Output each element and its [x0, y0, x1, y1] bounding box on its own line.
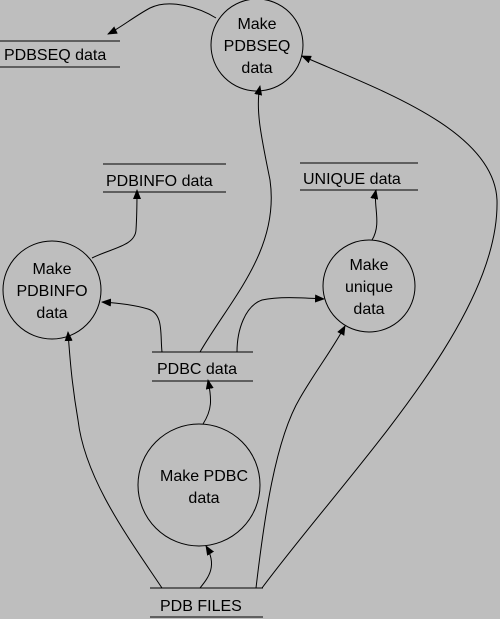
process-label-line: data — [241, 60, 272, 77]
store-label: PDB FILES — [160, 598, 242, 615]
flow-pdbc-data-to-make-pdbseq — [199, 85, 272, 353]
store-label: PDBSEQ data — [4, 47, 106, 64]
flows — [64, 3, 498, 589]
flow-pdb-files-to-make-unique — [255, 325, 346, 589]
process-circle — [2, 240, 102, 340]
flow-pdbc-data-to-make-unique — [236, 294, 325, 353]
store-pdbc-data: PDBC data — [152, 351, 253, 382]
store-pdb-files: PDB FILES — [150, 587, 263, 618]
process-make-pdbinfo: Make PDBINFO data — [2, 240, 102, 340]
store-label: UNIQUE data — [303, 171, 401, 188]
process-label-line: Make PDBC — [160, 468, 248, 485]
store-label: PDBINFO data — [106, 173, 213, 190]
process-circle — [137, 423, 261, 547]
process-circle — [210, 0, 304, 92]
process-label-line: PDBSEQ — [224, 38, 291, 55]
process-circle — [322, 239, 416, 333]
store-label: PDBC data — [157, 361, 237, 378]
process-label-line: data — [188, 490, 219, 507]
flow-pdb-files-to-make-pdbc — [199, 545, 215, 589]
flow-make-pdbinfo-to-pdbinfo-data — [91, 189, 141, 259]
process-label-line: Make — [32, 261, 71, 278]
process-label-line: Make — [237, 16, 276, 33]
flow-make-pdbc-to-pdbc-data — [202, 379, 214, 425]
process-label-line: PDBINFO — [16, 283, 87, 300]
process-make-pdbc: Make PDBC data — [137, 423, 261, 547]
process-make-pdbseq: Make PDBSEQ data — [210, 0, 304, 92]
process-label-line: data — [36, 305, 67, 322]
process-label-line: Make — [349, 257, 388, 274]
flow-make-pdbseq-to-pdbseq-data — [107, 3, 217, 35]
flow-pdb-files-to-make-pdbseq — [261, 55, 498, 589]
store-unique-data: UNIQUE data — [300, 162, 418, 191]
flow-make-unique-to-unique-data — [370, 189, 379, 241]
process-label-line: unique — [345, 279, 393, 296]
store-pdbinfo-data: PDBINFO data — [103, 163, 226, 193]
process-label-line: data — [353, 301, 384, 318]
store-pdbseq-data: PDBSEQ data — [0, 40, 120, 68]
flow-pdbc-data-to-make-pdbinfo — [101, 298, 163, 353]
flow-pdb-files-to-make-pdbinfo — [64, 331, 163, 589]
process-make-unique: Make unique data — [322, 239, 416, 333]
